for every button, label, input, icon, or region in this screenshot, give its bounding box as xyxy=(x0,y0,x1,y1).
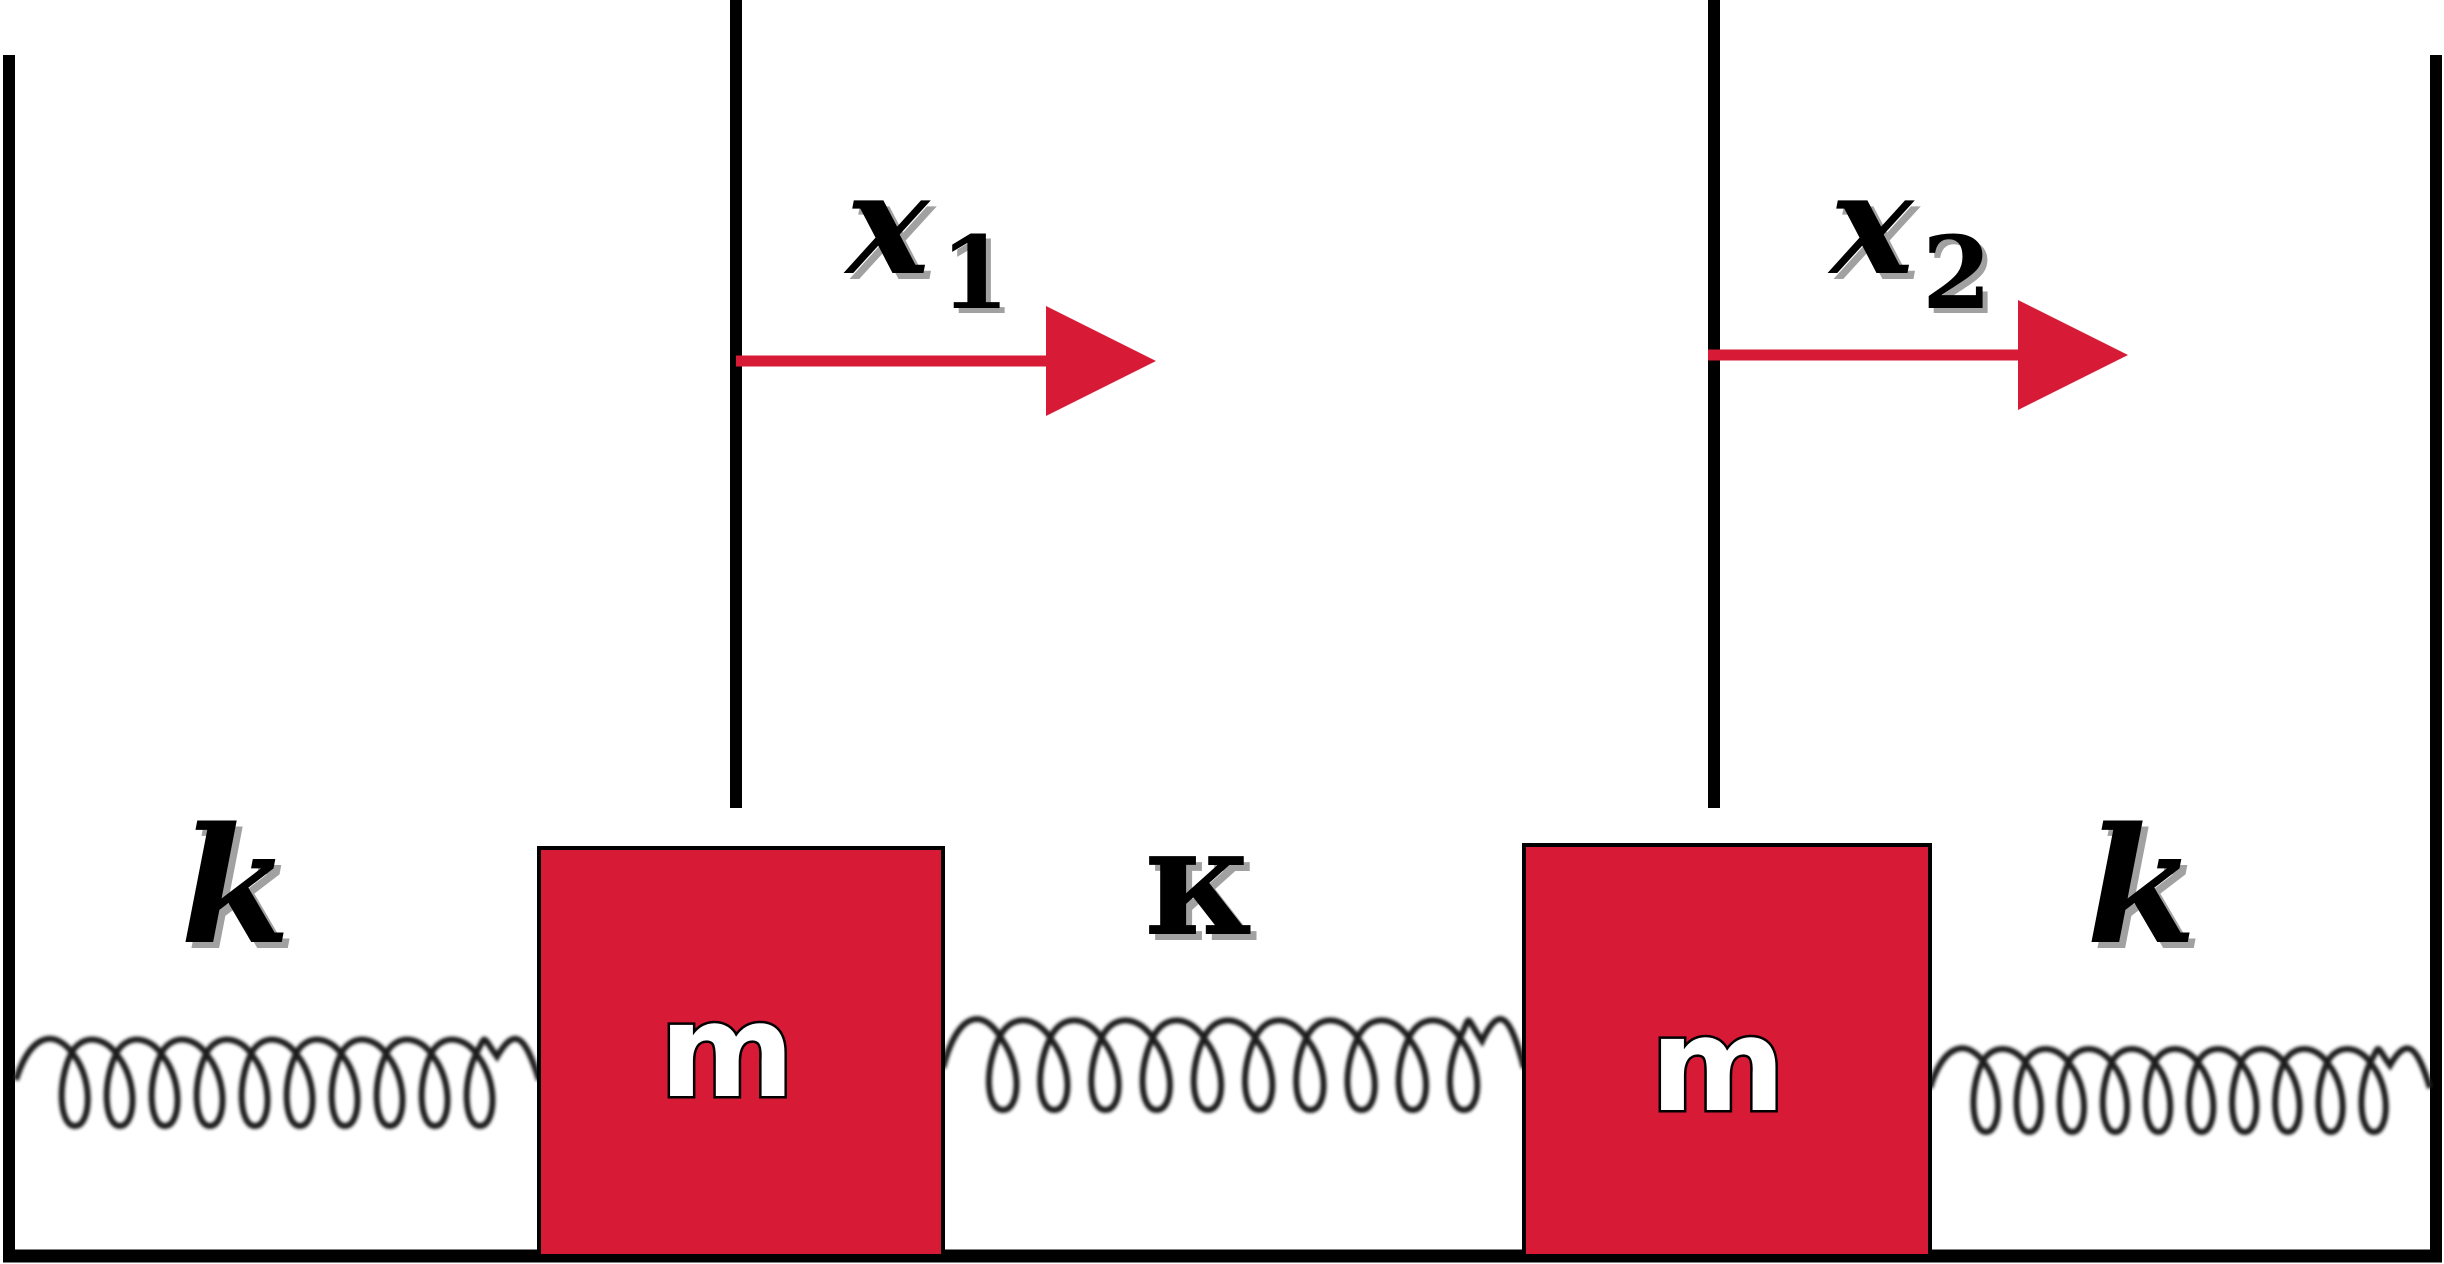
mass-left-label: m xyxy=(659,975,794,1127)
spring-middle-label: κ xyxy=(1144,794,1256,970)
x1-label-shadow: x xyxy=(849,149,937,313)
mass-left-block xyxy=(537,846,945,1258)
mass-right-label: m xyxy=(1650,989,1785,1141)
spring-middle-label-shadow: κ xyxy=(1150,800,1262,976)
x2-variable: x xyxy=(1827,143,1915,307)
mass-right-block xyxy=(1522,843,1932,1258)
x2-subscript-shadow: 2 xyxy=(1927,219,1997,337)
x2-subscript: 2 xyxy=(1922,214,1992,332)
x1-variable: x xyxy=(843,143,931,307)
spring-right xyxy=(1927,1045,2433,1136)
spring-left xyxy=(13,1035,542,1130)
x2-label-shadow: x xyxy=(1833,149,1921,313)
spring-left-label: k xyxy=(180,792,291,980)
spring-middle xyxy=(940,1016,1527,1114)
spring-right-label: k xyxy=(2086,792,2197,980)
x1-subscript-shadow: 1 xyxy=(945,219,1015,337)
spring-left-label-shadow: k xyxy=(186,798,297,986)
x1-subscript: 1 xyxy=(940,214,1010,332)
spring-right-label-shadow: k xyxy=(2092,798,2203,986)
